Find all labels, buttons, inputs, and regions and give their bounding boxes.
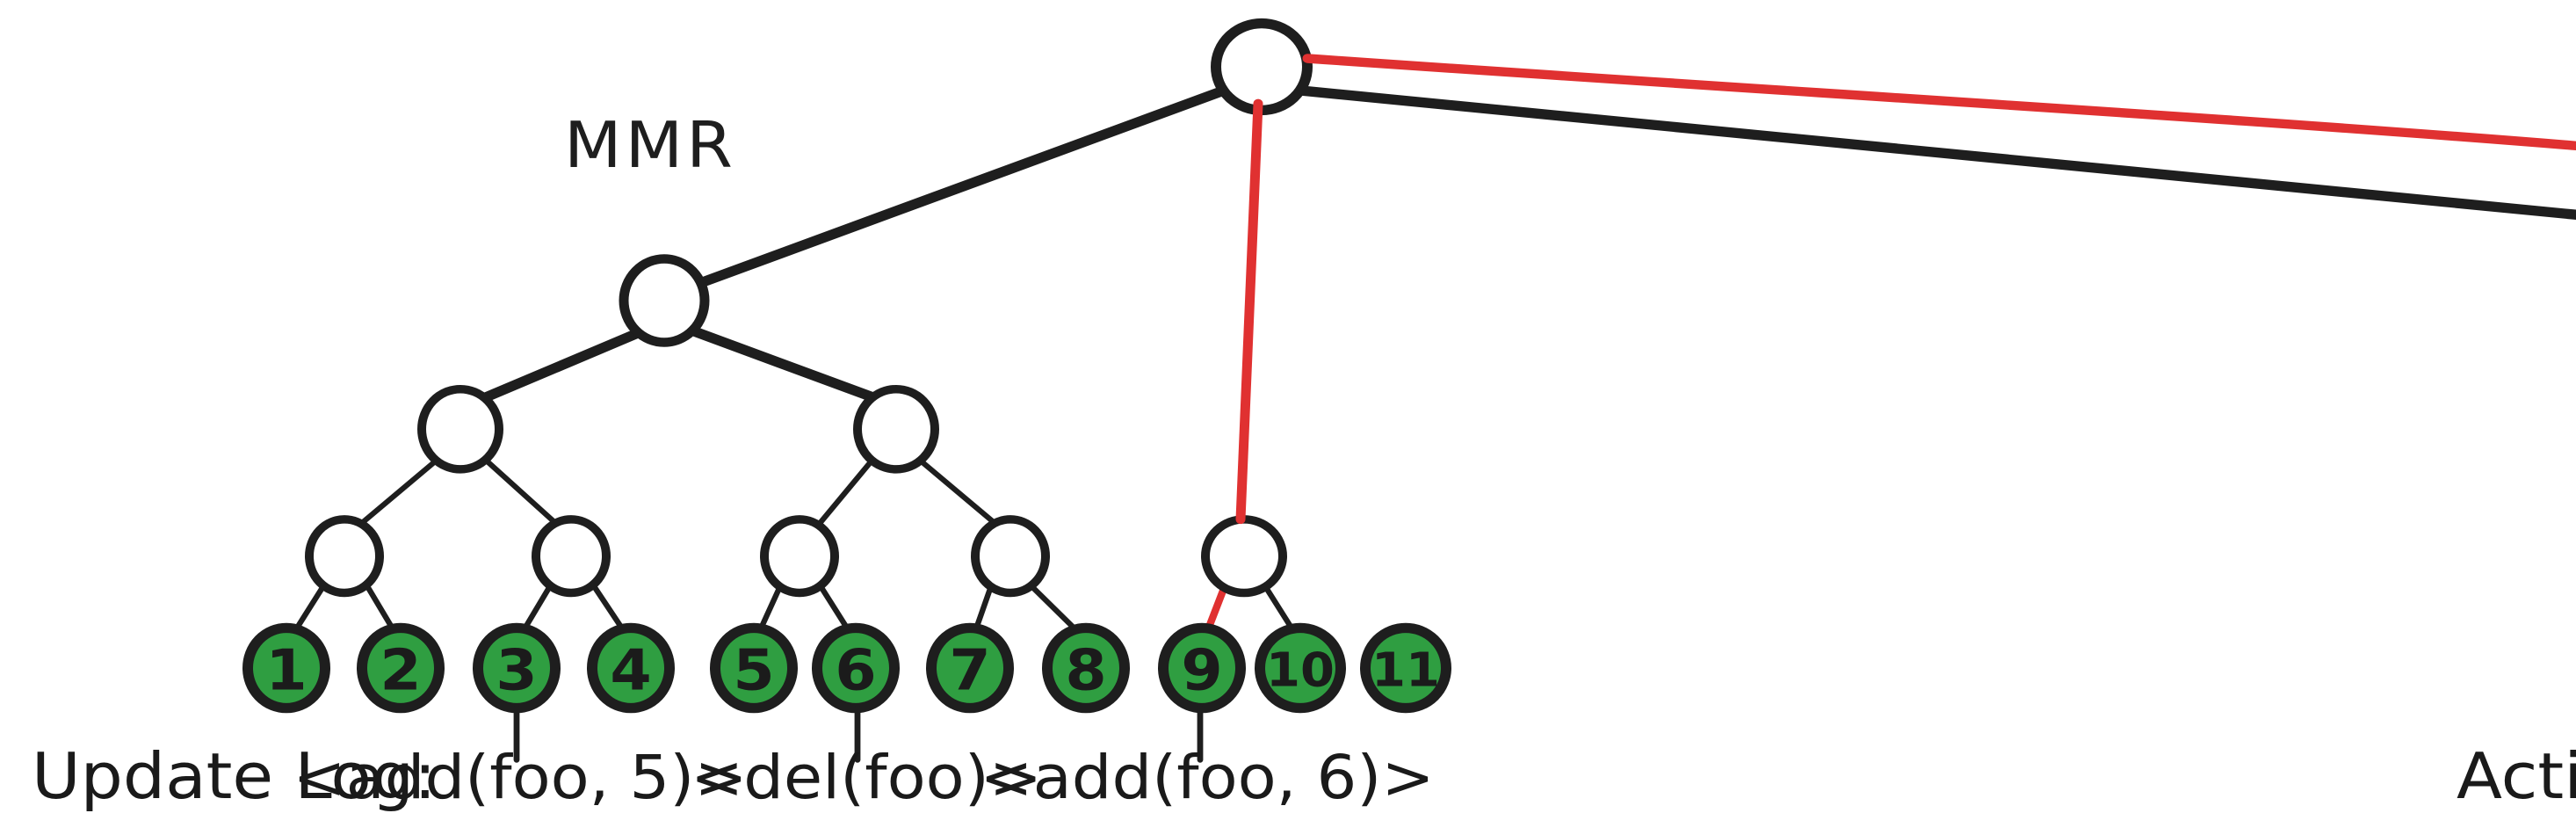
mmr-leaf-10[interactable]: 10 bbox=[1255, 622, 1346, 714]
mmr-leaf-3-label: 3 bbox=[496, 636, 537, 703]
mmr-leaf-1[interactable]: 1 bbox=[242, 622, 330, 714]
shared-root[interactable] bbox=[1211, 18, 1313, 116]
mmr-leaf-8-label: 8 bbox=[1065, 636, 1106, 703]
update-log-entry-1: <add(foo, 5)> bbox=[293, 743, 747, 813]
mt-edge-root-peak8 bbox=[1292, 84, 2576, 221]
mmr-leaf-11-circle bbox=[1360, 622, 1451, 714]
mmr-leaf-1-label: 1 bbox=[265, 636, 307, 703]
mmr-node-peak8 bbox=[619, 254, 710, 347]
mmr-leaf-11-label: 11 bbox=[1371, 643, 1440, 697]
mmr-leaf-5[interactable]: 5 bbox=[710, 622, 798, 714]
mmr-leaf-5-circle bbox=[710, 622, 798, 714]
mmr-node-q5678 bbox=[853, 384, 939, 474]
highlight-root-to-mmr-node-p910 bbox=[1235, 98, 1263, 525]
mmr-node-p56 bbox=[760, 515, 839, 598]
mmr-leaf-4[interactable]: 4 bbox=[587, 622, 675, 714]
mmr-leaf-7-label: 7 bbox=[949, 636, 990, 703]
mmr-leaf-10-circle bbox=[1255, 622, 1346, 714]
mmr-leaf-4-label: 4 bbox=[610, 636, 651, 703]
mmr-leaf-4-circle bbox=[587, 622, 675, 714]
mmr-node-p12 bbox=[305, 515, 384, 598]
mmr-upper-edges bbox=[476, 84, 1230, 404]
mmr-leaf-1-circle bbox=[242, 622, 330, 714]
mmr-leaf-11[interactable]: 11 bbox=[1360, 622, 1451, 714]
mt-upper-edges bbox=[1292, 84, 2576, 221]
mmr-leaves: 1 2 3 4 5 bbox=[242, 622, 1451, 714]
update-log-ticks bbox=[513, 705, 1204, 763]
activity-status: Activity Status: 0 0 1 bbox=[2457, 740, 2576, 814]
mmr-leaf-6-label: 6 bbox=[835, 636, 876, 703]
mmr-leaf-9[interactable]: 9 bbox=[1158, 622, 1246, 714]
activity-status-caption: Activity Status: bbox=[2457, 740, 2576, 814]
mmr-node-p34 bbox=[532, 515, 611, 598]
highlight-paths bbox=[1235, 54, 2576, 525]
update-log-entry-3: <add(foo, 6)> bbox=[980, 743, 1434, 813]
mmr-internal-nodes bbox=[305, 254, 1287, 598]
mmr-leaf-8-circle bbox=[1042, 622, 1130, 714]
mmr-edge-q5678-p78 bbox=[917, 458, 1000, 527]
mmr-leaf-6[interactable]: 6 bbox=[812, 622, 900, 714]
update-log-caption: Update Log: bbox=[32, 740, 437, 814]
mt-tree: 1 2 3 4 5 bbox=[1292, 84, 2576, 221]
mmr-node-p910 bbox=[1201, 515, 1287, 598]
mmr-edge-root-peak8 bbox=[684, 84, 1230, 293]
mmr-leaf-7-circle bbox=[926, 622, 1014, 714]
mmr-leaf-9-label: 9 bbox=[1181, 636, 1222, 703]
mmr-leaf-2-circle bbox=[357, 622, 445, 714]
mmr-leaf-2[interactable]: 2 bbox=[357, 622, 445, 714]
mmr-tree: 1 2 3 4 5 bbox=[242, 84, 1451, 714]
mmr-mid-edges bbox=[357, 458, 1000, 527]
mmr-edge-q5678-p56 bbox=[815, 458, 875, 527]
update-log: Update Log: <add(foo, 5)> <del(foo)> <ad… bbox=[32, 705, 1435, 814]
mmr-leaf-5-label: 5 bbox=[733, 636, 774, 703]
highlight-root-to-mt-node-p910 bbox=[1302, 54, 2576, 151]
mmr-node-p78 bbox=[971, 515, 1050, 598]
mmr-edge-q1234-p12 bbox=[357, 458, 439, 527]
mmr-leaf-7[interactable]: 7 bbox=[926, 622, 1014, 714]
update-log-entry-2: <del(foo)> bbox=[691, 743, 1042, 813]
mmr-leaf-2-label: 2 bbox=[380, 636, 421, 703]
mmr-tree-label: MMR bbox=[564, 109, 736, 183]
mmr-leaf-3[interactable]: 3 bbox=[473, 622, 561, 714]
mmr-node-q1234 bbox=[417, 384, 503, 474]
mmr-edge-peak8-q5678 bbox=[687, 325, 879, 403]
mmr-leaf-10-label: 10 bbox=[1266, 643, 1335, 697]
mmr-edge-peak8-q1234 bbox=[476, 327, 645, 404]
mmr-leaf-8[interactable]: 8 bbox=[1042, 622, 1130, 714]
root-node-circle bbox=[1211, 18, 1313, 116]
mmr-edge-q1234-p34 bbox=[483, 458, 561, 527]
